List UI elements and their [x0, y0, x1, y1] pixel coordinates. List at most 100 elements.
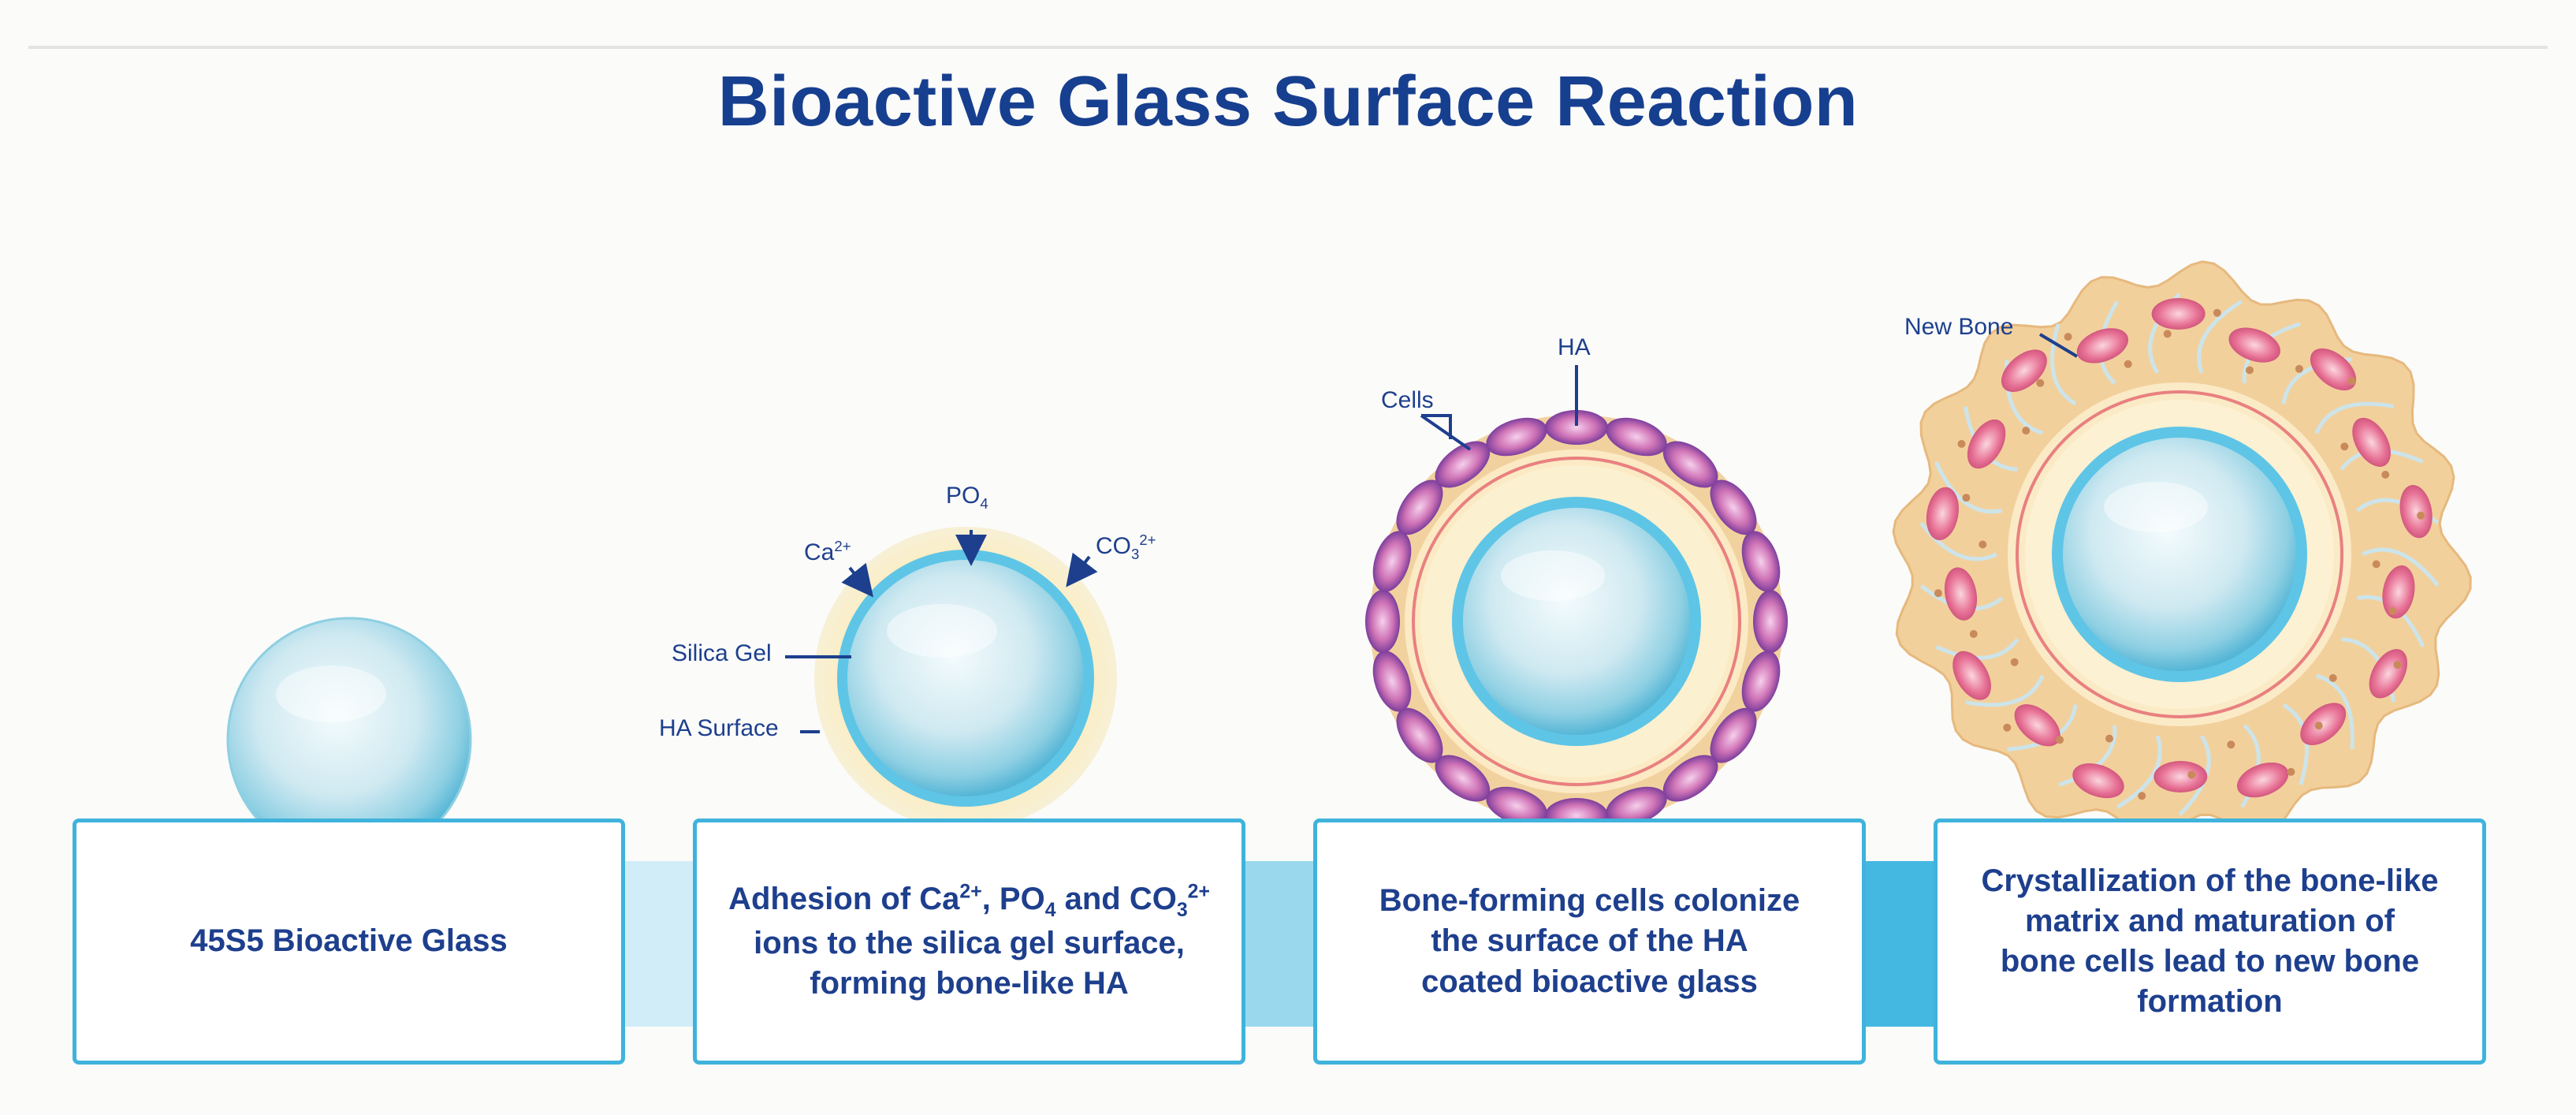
- matrix-granule: [2295, 364, 2303, 373]
- mature-bone-cell: [2399, 485, 2433, 539]
- bone-matrix-fiber: [2314, 401, 2394, 434]
- matrix-granule: [2105, 734, 2113, 743]
- stage3-leaders: [1420, 365, 1578, 451]
- stage4-leader: [2038, 333, 2079, 358]
- matrix-granule: [2064, 333, 2072, 341]
- label-ha-surface: HA Surface: [659, 715, 779, 741]
- bone-matrix-fiber: [1935, 638, 2019, 660]
- bone-matrix-fiber: [2049, 323, 2077, 406]
- figure-title: Bioactive Glass Surface Reaction: [717, 62, 1859, 141]
- bone-matrix-fiber: [2178, 734, 2211, 816]
- bone-matrix-fiber: [1965, 674, 2045, 707]
- matrix-granule: [2287, 767, 2295, 776]
- matrix-granule: [2227, 740, 2235, 749]
- bone-forming-cell: [1753, 590, 1788, 653]
- connector-1: [625, 861, 693, 1027]
- matrix-granule: [2056, 736, 2064, 744]
- matrix-granule: [2347, 377, 2356, 386]
- label-silica-gel: Silica Gel: [672, 640, 772, 666]
- bone-forming-cell: [1606, 786, 1667, 826]
- stage2-coated-sphere: [814, 527, 1117, 830]
- mature-bone-cell: [2300, 703, 2347, 745]
- matrix-granule: [2022, 427, 2031, 435]
- label-new-bone: New Bone: [1904, 314, 2014, 340]
- bone-forming-cell: [1606, 417, 1667, 457]
- label-cells: Cells: [1381, 387, 1434, 413]
- matrix-granule: [2314, 722, 2323, 730]
- stage2-ion-arrows: [785, 530, 1098, 733]
- step-1-text: 45S5 Bioactive Glass: [190, 923, 508, 959]
- mature-bone-cell: [2072, 763, 2124, 799]
- label-co3: CO32+: [1096, 531, 1156, 562]
- matrix-granule: [1969, 630, 1978, 638]
- matrix-granule: [2124, 360, 2132, 368]
- label-po4: PO4: [946, 483, 988, 512]
- step-box-4: Crystallization of the bone-like matrix …: [1934, 819, 2486, 1065]
- label-ha: HA: [1558, 334, 1591, 360]
- matrix-granule: [2393, 661, 2402, 669]
- matrix-granule: [2163, 330, 2172, 338]
- bone-forming-cell: [1662, 441, 1718, 488]
- step-3-text: Bone-forming cells colonize the surface …: [1379, 883, 1800, 999]
- matrix-granule: [2417, 511, 2425, 520]
- connector-2: [1245, 861, 1313, 1027]
- step-box-1: 45S5 Bioactive Glass: [73, 819, 625, 1065]
- matrix-granule: [2388, 606, 2397, 615]
- bone-forming-cell: [1486, 786, 1547, 826]
- matrix-granule: [2381, 471, 2390, 479]
- bone-forming-cell: [1435, 755, 1491, 802]
- matrix-granule: [2138, 792, 2146, 800]
- mature-bone-cell: [1944, 567, 1978, 621]
- bone-forming-cell: [1372, 651, 1412, 712]
- matrix-granule: [1979, 540, 1987, 549]
- bone-forming-cell: [1545, 410, 1608, 445]
- mature-bone-cell: [2151, 297, 2206, 330]
- matrix-granule: [2036, 379, 2045, 387]
- bone-matrix-fiber: [2361, 547, 2440, 587]
- bone-forming-cell: [1372, 531, 1412, 592]
- matrix-granule: [1957, 439, 1966, 448]
- step-4-text: Crystallization of the bone-like matrix …: [1981, 863, 2439, 1020]
- mature-bone-cell: [2153, 760, 2208, 793]
- top-divider: [28, 46, 2548, 49]
- mature-bone-cell: [1967, 419, 2006, 469]
- mature-bone-cell: [2014, 704, 2060, 747]
- mature-bone-cell: [2228, 327, 2280, 363]
- mature-bone-cell: [2236, 762, 2289, 798]
- stage1-glass-sphere: [226, 617, 472, 863]
- bone-forming-cell: [1396, 479, 1443, 535]
- matrix-granule: [2003, 723, 2012, 732]
- mature-bone-cell: [2382, 565, 2415, 619]
- bone-matrix-fiber: [2058, 725, 2117, 787]
- step-box-3: Bone-forming cells colonize the surface …: [1313, 819, 1866, 1065]
- bone-matrix-fiber: [2197, 300, 2243, 374]
- mature-bone-cell: [1952, 651, 1991, 700]
- bone-forming-cell: [1662, 755, 1718, 802]
- matrix-granule: [2340, 442, 2349, 451]
- mature-bone-cell: [2076, 328, 2129, 364]
- bone-forming-cell: [1710, 479, 1757, 535]
- step-box-2: Adhesion of Ca2+, PO4 and CO32+ ions to …: [693, 819, 1245, 1065]
- matrix-granule: [2246, 366, 2254, 375]
- stage3-cell-colonized-sphere: [1365, 410, 1788, 833]
- mature-bone-cell: [1926, 487, 1959, 541]
- matrix-granule: [2328, 673, 2337, 682]
- matrix-granule: [2372, 560, 2381, 569]
- matrix-granule: [2187, 770, 2196, 779]
- label-ca: Ca2+: [804, 538, 851, 565]
- matrix-granule: [1934, 589, 1942, 598]
- step-2-text: Adhesion of Ca2+, PO4 and CO32+ ions to …: [728, 881, 1210, 1001]
- mature-bone-cell: [2310, 348, 2357, 391]
- bone-matrix-fiber: [2315, 673, 2355, 749]
- bone-forming-cell: [1365, 590, 1400, 653]
- bone-matrix-fiber: [1934, 461, 2003, 514]
- stage3-cell-ring: [1365, 410, 1788, 833]
- bone-forming-cell: [1741, 531, 1781, 592]
- mature-bone-cell: [2001, 349, 2047, 392]
- bone-matrix-fiber: [2116, 735, 2162, 809]
- matrix-granule: [2213, 308, 2221, 317]
- mature-bone-cell: [2352, 417, 2391, 467]
- connector-3: [1866, 861, 1934, 1027]
